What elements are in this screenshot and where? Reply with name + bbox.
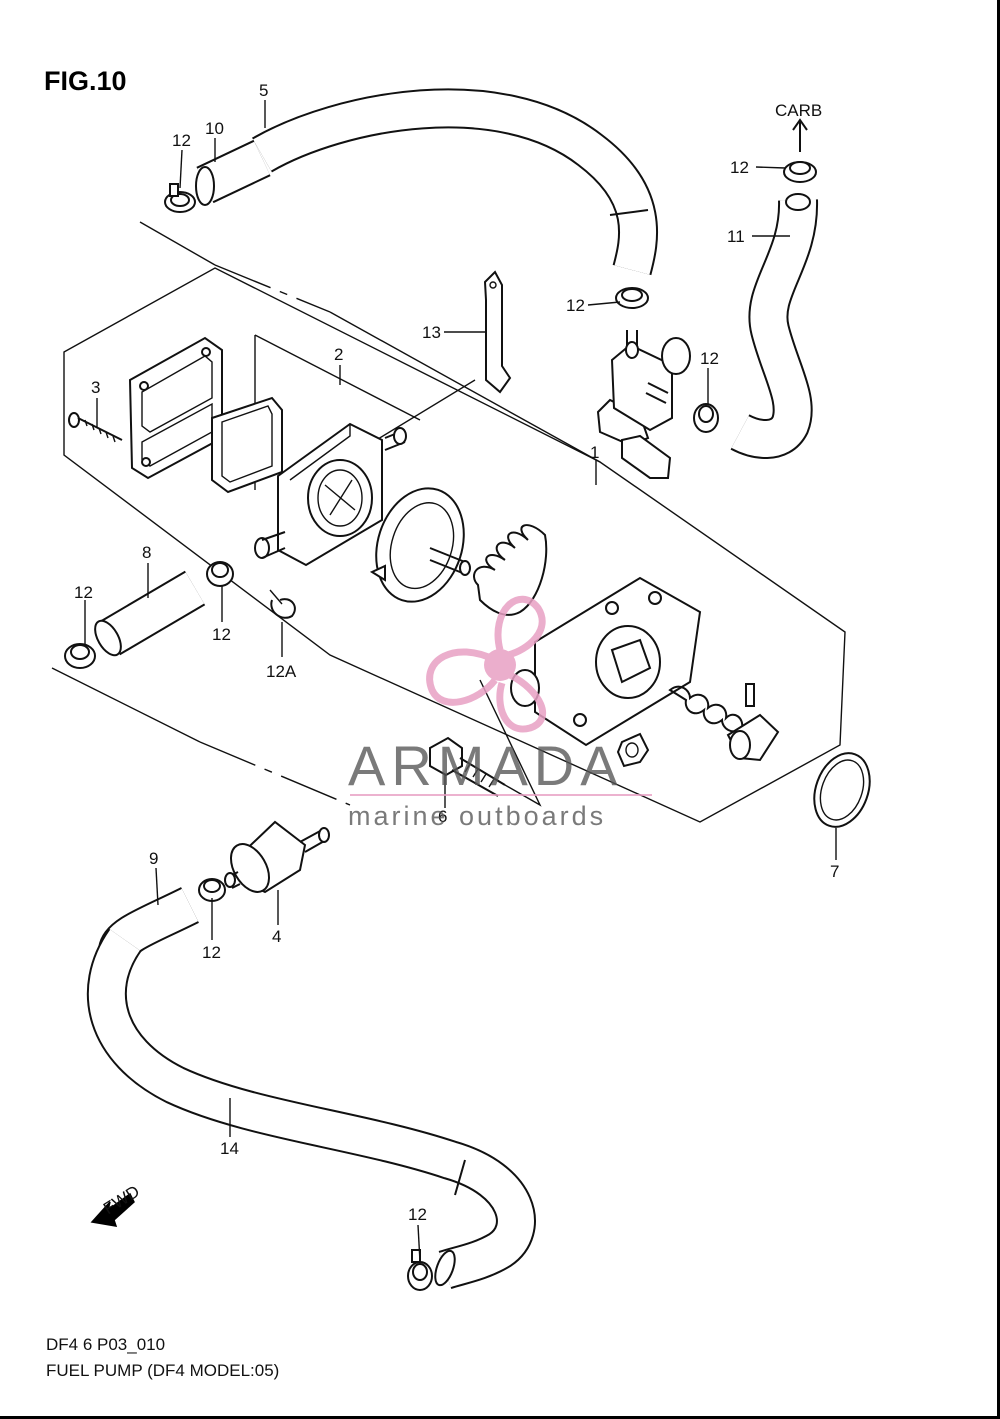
clip-12A bbox=[269, 589, 296, 619]
callout-12-cock-top: 12 bbox=[566, 296, 585, 315]
callout-8: 8 bbox=[142, 543, 151, 562]
bottom-border bbox=[0, 1416, 1000, 1419]
clamp-12-top-left bbox=[164, 183, 196, 213]
clamp-12-cock-top bbox=[615, 287, 649, 309]
watermark-tagline: marine outboards bbox=[348, 801, 606, 831]
leader-lines bbox=[84, 100, 837, 1263]
callout-11: 11 bbox=[727, 227, 745, 246]
screw-3 bbox=[68, 412, 123, 443]
callout-14: 14 bbox=[220, 1139, 239, 1158]
fuel-cock bbox=[596, 330, 691, 479]
fuel-filter-4 bbox=[224, 820, 330, 894]
hose-10 bbox=[195, 139, 271, 206]
callout-12-bottom: 12 bbox=[408, 1205, 427, 1224]
clamp-12-carb bbox=[783, 161, 817, 183]
figure-code: DF4 6 P03_010 bbox=[46, 1335, 165, 1354]
callout-2: 2 bbox=[334, 345, 343, 364]
clamp-12-cock-side bbox=[693, 403, 719, 433]
clamp-12-bottom bbox=[407, 1249, 433, 1291]
hose-11 bbox=[730, 193, 819, 459]
valve-spring bbox=[668, 683, 780, 762]
callout-7: 7 bbox=[830, 862, 839, 881]
figure-title: FIG.10 bbox=[44, 66, 127, 96]
o-ring-7 bbox=[813, 752, 871, 828]
diaphragm bbox=[369, 487, 471, 603]
pump-spring bbox=[473, 524, 548, 616]
callout-5: 5 bbox=[259, 81, 268, 100]
callout-12-left: 12 bbox=[74, 583, 93, 602]
clamp-12-filter bbox=[198, 878, 226, 902]
cover-plate bbox=[128, 336, 223, 480]
hose-8 bbox=[94, 570, 206, 657]
callout-12-mid-left: 12 bbox=[212, 625, 231, 644]
right-border bbox=[997, 0, 1000, 1419]
callout-12-top-left: 12 bbox=[172, 131, 191, 150]
callout-12-carb: 12 bbox=[730, 158, 749, 177]
bolt-6 bbox=[429, 736, 506, 797]
propeller-logo-icon bbox=[426, 595, 546, 733]
clamp-12-mid-left bbox=[206, 561, 234, 587]
pump-body-2 bbox=[254, 422, 407, 567]
callout-9: 9 bbox=[149, 849, 158, 868]
clamp-12-left bbox=[64, 643, 96, 669]
callout-12A: 12A bbox=[266, 662, 297, 681]
bracket-13 bbox=[483, 270, 512, 394]
callout-10: 10 bbox=[205, 119, 224, 138]
hose-5 bbox=[252, 88, 659, 276]
fwd-arrow-icon bbox=[90, 1192, 135, 1227]
armada-watermark: ARMADA marine outboards bbox=[348, 595, 652, 831]
callout-1: 1 bbox=[590, 443, 599, 462]
figure-caption: FUEL PUMP (DF4 MODEL:05) bbox=[46, 1361, 279, 1380]
assembly-1-outline bbox=[63, 267, 846, 823]
carb-arrow bbox=[792, 118, 808, 152]
pump-housing bbox=[510, 576, 702, 747]
nut bbox=[616, 732, 650, 768]
callout-4: 4 bbox=[272, 927, 281, 946]
callout-13: 13 bbox=[422, 323, 441, 342]
hose-14 bbox=[86, 928, 536, 1290]
callout-12-cock-side: 12 bbox=[700, 349, 719, 368]
callout-carb: CARB bbox=[775, 101, 822, 120]
callout-12-filter: 12 bbox=[202, 943, 221, 962]
watermark-brand: ARMADA bbox=[348, 734, 624, 797]
callout-3: 3 bbox=[91, 378, 100, 397]
callout-6: 6 bbox=[438, 807, 447, 826]
